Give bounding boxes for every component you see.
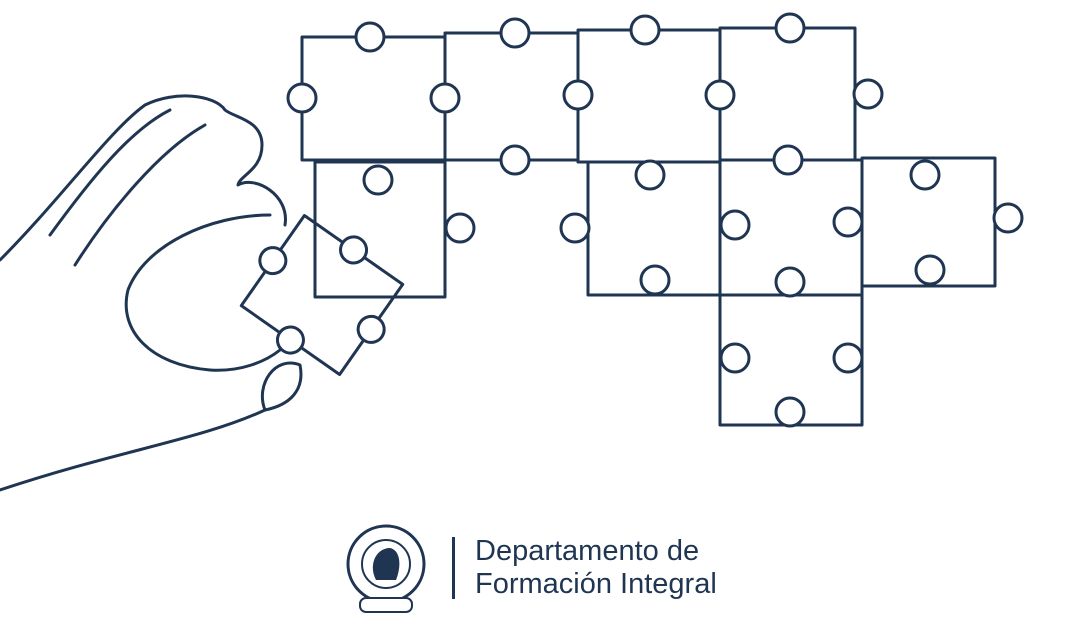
- footer-branding: Departamento de Formación Integral: [338, 520, 717, 616]
- hand-outline: [0, 94, 303, 492]
- department-title: Departamento de Formación Integral: [475, 535, 717, 601]
- puzzle-grid: [286, 12, 1024, 428]
- department-line1: Departamento de: [475, 535, 700, 567]
- jockey-club-logo: [346, 524, 426, 613]
- divider: [452, 537, 455, 599]
- held-puzzle-piece: [239, 214, 405, 376]
- department-line2: Formación Integral: [475, 568, 717, 600]
- puzzle-hand-illustration: [0, 12, 1024, 492]
